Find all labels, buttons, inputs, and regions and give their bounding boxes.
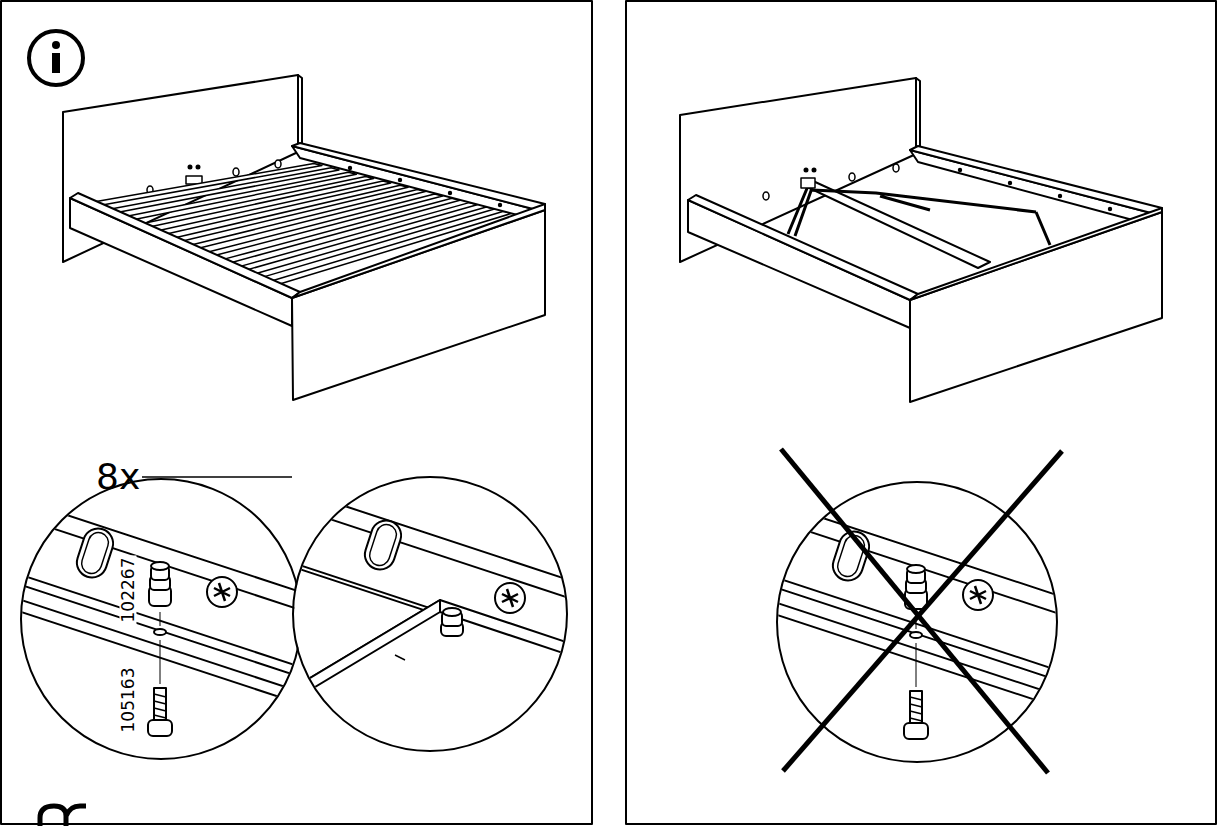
part-number: 105163 xyxy=(120,666,137,735)
quantity-label: 8x xyxy=(96,459,140,495)
part-number: 102267 xyxy=(120,556,137,625)
